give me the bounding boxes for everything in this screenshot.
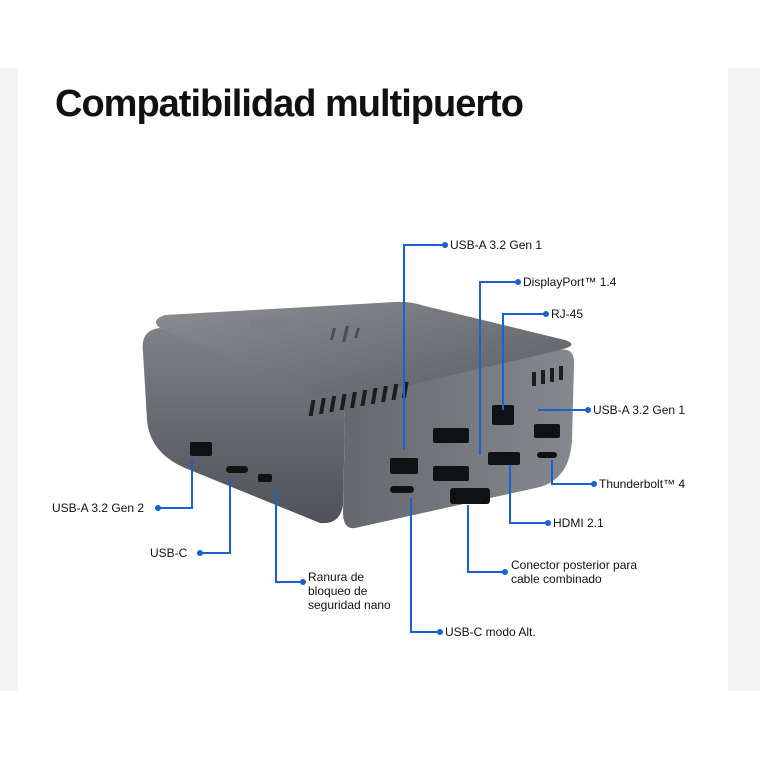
label-usb-c: USB-C <box>150 546 188 560</box>
vent-grille <box>308 366 563 416</box>
label-nano-lock: Ranura de bloqueo de seguridad nano <box>308 570 391 612</box>
label-usb-a-gen2: USB-A 3.2 Gen 2 <box>52 501 145 515</box>
hp-logo-icon <box>330 326 360 342</box>
label-usb-a-right: USB-A 3.2 Gen 1 <box>593 403 686 417</box>
label-hdmi: HDMI 2.1 <box>553 516 604 530</box>
label-rj45: RJ-45 <box>551 307 584 321</box>
side-ports <box>190 442 272 482</box>
callout-lines <box>158 244 594 633</box>
label-usb-a-top-left: USB-A 3.2 Gen 1 <box>450 238 543 252</box>
back-ports <box>390 405 560 504</box>
page-title: Compatibilidad multipuerto <box>55 83 524 125</box>
label-displayport: DisplayPort™ 1.4 <box>523 275 617 289</box>
dock-device <box>142 301 575 529</box>
label-usb-c-alt: USB-C modo Alt. <box>445 625 536 639</box>
label-thunderbolt: Thunderbolt™ 4 <box>599 477 686 491</box>
callout-dots <box>155 242 597 635</box>
label-combo-connector: Conector posterior para cable combinado <box>511 558 638 586</box>
